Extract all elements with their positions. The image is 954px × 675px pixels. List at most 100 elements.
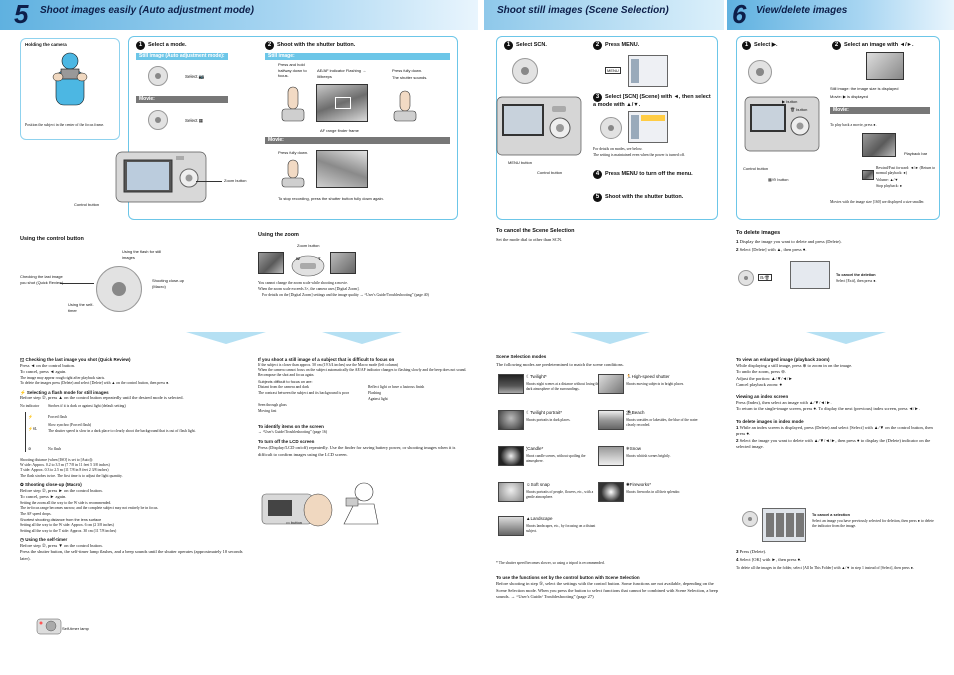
mode-dial-still[interactable] [148,66,168,86]
view-bar-movie: Movie: [830,107,930,114]
delete-index-note: To delete all the images in the folder, … [736,566,914,570]
view-stop: Stop playback: ● [876,184,902,188]
subject-4: Moving fast [258,409,277,414]
scn-step3-text: Select [SCN] (Scene) with ◄, then select… [593,93,711,109]
zoom-tele-photo [330,252,356,274]
scn-menu-key[interactable]: MENU [605,67,621,75]
flash-title: ⚡ Selecting a flash mode for still image… [20,390,248,396]
functions-text: Before shooting in step ⑤, select the se… [496,581,718,600]
view-delete-key[interactable]: ⊟/🗑 [758,274,772,282]
scn-menu-button-label: MENU button [508,160,533,165]
scn-menu-screen [628,55,668,87]
scn-control-dial[interactable] [600,117,622,139]
control-closeup-text: Shooting close-up (Macro) [152,278,185,289]
dog-photo-focus [316,84,368,122]
finger-half-press [280,85,306,123]
step-number-1: 1 [136,41,145,50]
control-selftimer-text: Using the self-timer [68,302,94,313]
scn-step-number-2: 2 [593,41,602,50]
subjects-grid: Distant from the camera and dark The con… [258,385,468,421]
press-full-text: Press fully down. [392,68,423,73]
quick-review-note-1: The image may appear rough right after p… [20,375,106,380]
timer-title: ◷ Using the self-timer [20,537,248,543]
step-number-2: 2 [265,41,274,50]
quick-review-1: Press ◄ on the control button. [20,362,75,368]
fireworks-icon: ✺ [626,482,630,487]
view-step-number-2: 2 [832,41,841,50]
snowflake-icon: ❄ [626,446,630,451]
chevron-down-icon-2 [322,332,402,344]
scene-fireworks: ✺Fireworks* Shoots fireworks in all thei… [598,482,698,518]
scene-landscape-desc: Shoots landscapes, etc., by focusing on … [526,524,596,533]
scene-snow-label: Snow [629,446,642,451]
index-line-1: Press (Index), then select an image with… [736,399,832,405]
bar-still-auto: Still image (Auto adjustment mode): [136,53,228,60]
difficult-title: If you shoot a still image of a subject … [258,357,395,362]
movie-press-text: Press fully down. [278,150,309,155]
select-movie-label: Select ▦ [185,118,203,124]
scn-note-2: The setting is maintained even when the … [593,153,685,157]
lcd-display-button: ▭ button [286,520,302,526]
enlarged-line-1: While displaying a still image, press ⊕ … [736,362,853,368]
scene-twilight-name: ☾Twilight* [526,374,547,380]
view-mode-dial[interactable] [748,60,772,84]
scn-step-number-4: 4 [593,170,602,179]
mode-dial-movie[interactable] [148,110,168,130]
view-cancel-del-title: To cancel the deletion [836,273,876,277]
lcd-text: Press (Display/LCD on/off) repeatedly. U… [258,445,456,457]
scene-candle: 🕯Candle* Shoot candle scenes, without sp… [498,446,598,482]
delete-index-4-text: Select [OK] with ►, then press ●. [739,557,802,562]
scn-step2-text: Press MENU. [605,41,640,48]
scene-softsnap-desc: Shoots portraits of people, flowers, etc… [526,490,594,499]
scene-softsnap: ☺Soft snap Shoots portraits of people, f… [498,482,598,518]
subject-5: Reflect light or have a lustrous finish [368,385,425,390]
flash-1: Before step ②, press ▲ on the control bu… [20,395,184,401]
flash-icon: ⚡ [20,389,26,395]
quick-review-title-text: Checking the last image you shot (Quick … [25,357,131,362]
shutter-note: * The shutter speed becomes slower, so u… [496,561,605,565]
zoom-title: Using the zoom [258,232,299,238]
scene-candle-name: 🕯Candle* [526,446,543,452]
view-delete-1: 1 Display the image you want to delete a… [736,239,842,244]
section-number-5: 5 [14,0,29,29]
view-delete-2: 2 Select [Delete] with ▲, then press ●. [736,247,807,252]
zoom-lever[interactable] [290,252,326,278]
flash-note-3: T side: Approx. 0.3 to 2.5 m (11 7/8 in … [20,468,109,473]
scene-candle-desc: Shoot candle scenes, without spoiling th… [526,454,586,463]
scene-beach-label: Beach [631,410,645,415]
section-title-scene: Shoot still images (Scene Selection) [497,5,669,16]
enlarged-title: To view an enlarged image (playback zoom… [736,357,830,362]
scn-cancel-text: Set the mode dial to other than SCN. [496,237,563,242]
functions-title: To use the functions set by the control … [496,575,640,580]
view-delete-dial[interactable] [738,270,754,286]
scene-twilight-portrait: ☾Twilight portrait* Shoots portraits in … [498,410,598,446]
chevron-down-icon-1 [186,332,266,344]
index-line-2: To return to the single-image screen, pr… [736,406,920,412]
section-title-view-delete: View/delete images [756,5,848,16]
chevron-down-icon-4 [806,332,886,344]
macro-1: Before step ②, press ► on the control bu… [20,487,103,493]
holding-title: Holding the camera [25,42,67,47]
lower-right-column: To view an enlarged image (playback zoom… [736,354,940,451]
macro-2: To cancel, press ► again. [20,494,67,500]
macro-dist: Shortest shooting distance from the lens… [20,517,102,522]
scene-twilight-label: Twilight* [530,374,547,379]
flash-note-2: W side: Approx. 0.2 to 3.5 m (7 7/8 in 1… [20,463,110,468]
control-review-text: Checking the last image you shot (Quick … [20,274,64,285]
zoom-button-label: Zoom button [297,243,320,248]
view-small-note: Movies with the image size [160] are dis… [830,200,925,204]
view-movie-note: Movie: ▶ is displayed [830,94,868,99]
delete-index-4: 4 Select [OK] with ►, then press ●. [736,557,802,562]
lcd-title: To turn off the LCD screen [258,439,315,445]
zoom-note-1: You cannot change the zoom scale while s… [258,281,348,285]
section-title-shoot-easy: Shoot images easily (Auto adjustment mod… [40,5,254,16]
index-control-dial[interactable] [742,511,758,527]
portrait-moon-icon: ☾ [526,410,531,415]
scene-beach-desc: Shoots seasides or lakesides, the blue o… [626,418,698,427]
enlarged-line-4: Cancel playback zoom: ● [736,382,783,388]
control-dial[interactable] [96,266,142,312]
view-step2-text: Select an image with ◄/►. [844,41,914,48]
view-playback-bar-label: Playback bar [904,151,928,156]
scn-mode-dial[interactable] [512,58,538,84]
